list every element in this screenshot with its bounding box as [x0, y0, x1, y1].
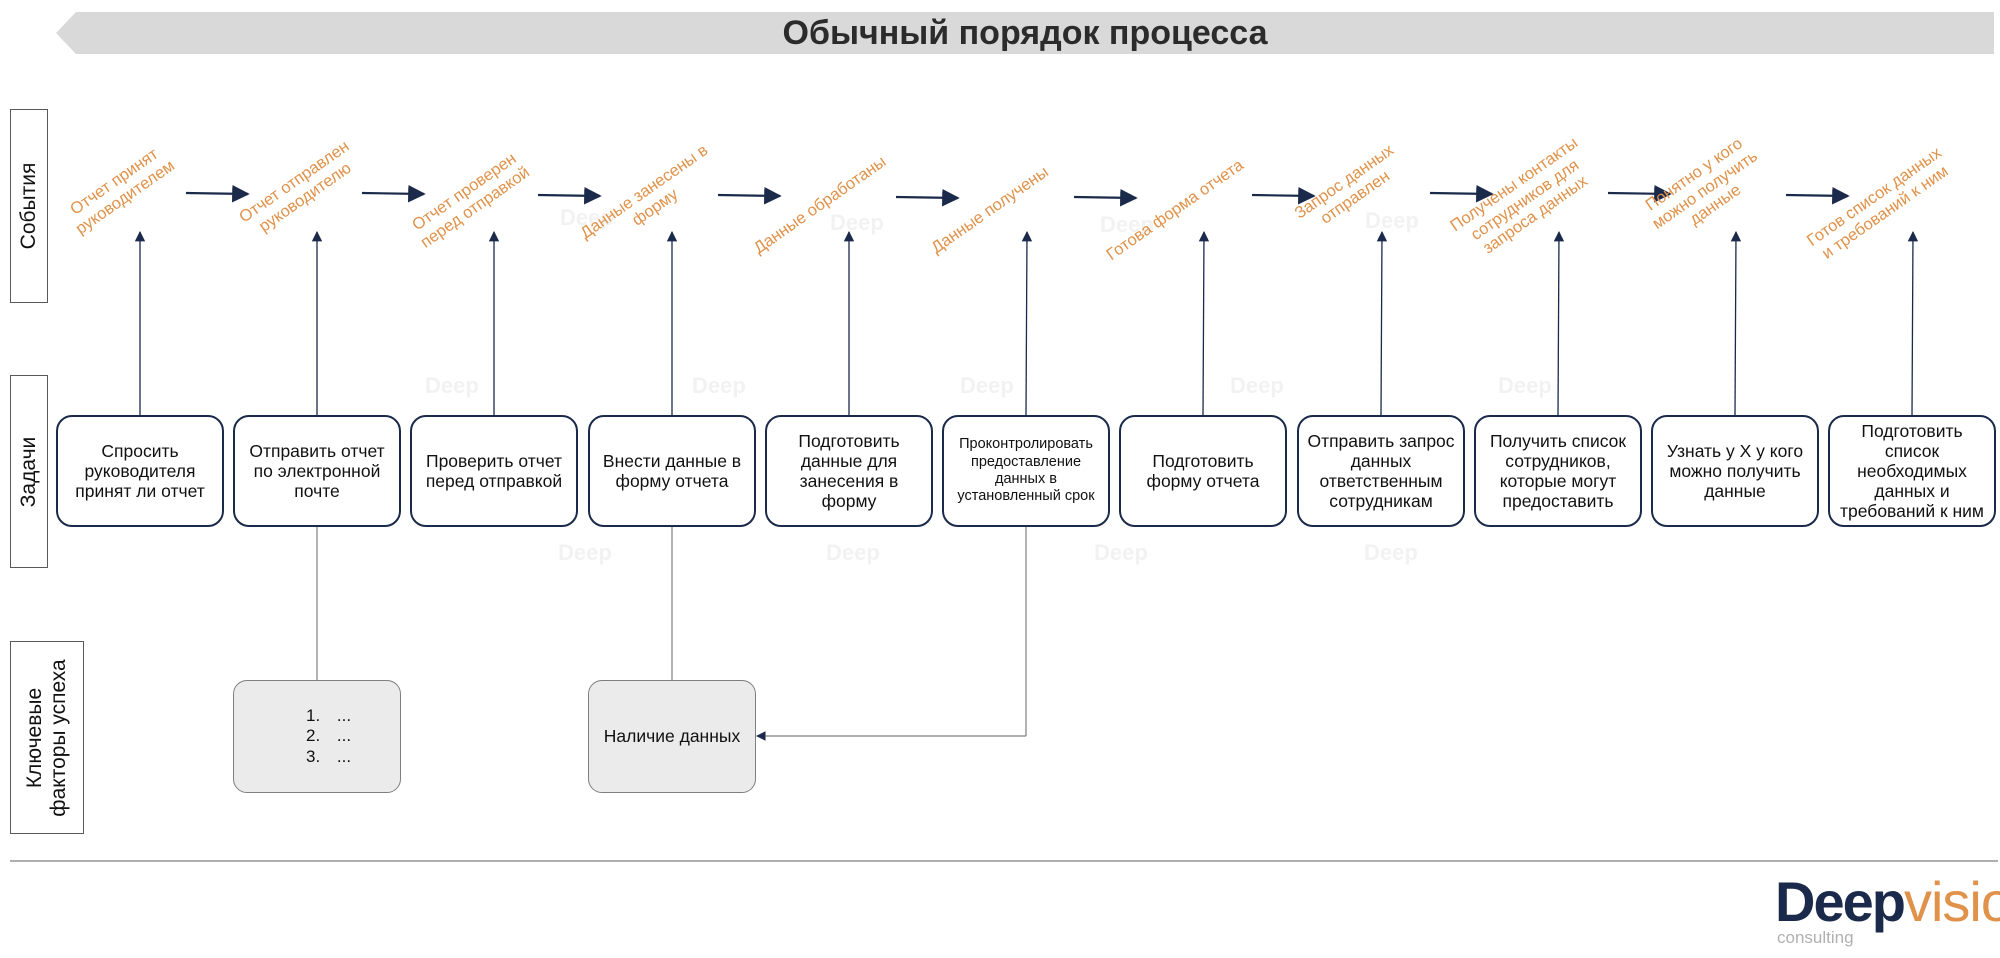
task-box: Проверить отчет перед отправкой [410, 415, 578, 527]
watermark: Deep [960, 373, 1014, 398]
factor-list-box: ......... [233, 680, 401, 793]
task-to-event-arrow [1730, 230, 1742, 416]
task-to-event-arrow [1907, 230, 1919, 416]
watermark: Deep [826, 540, 880, 565]
deepvision-logo: Deepvision consulting [1775, 870, 2000, 948]
flow-arrow [537, 186, 602, 205]
watermark: Deep [425, 373, 479, 398]
task-to-event-arrow [1021, 230, 1033, 416]
watermark: Deep [558, 540, 612, 565]
task-box: Подготовить форму отчета [1119, 415, 1287, 527]
watermark: Deep [1100, 212, 1154, 237]
watermark: Deep [830, 210, 884, 235]
flow-arrow [185, 184, 250, 203]
factor-list-item: ... [325, 747, 351, 767]
task-box: Спросить руководителя принят ли отчет [56, 415, 224, 527]
factor-list-item: ... [325, 706, 351, 726]
flow-arrow [1073, 188, 1138, 207]
task-to-event-arrow [1376, 230, 1388, 416]
flow-arrow [895, 188, 960, 207]
lane-events: События [10, 109, 48, 303]
task-box: Подготовить список необходимых данных и … [1828, 415, 1996, 527]
watermark: Deep [1498, 373, 1552, 398]
factor-list-item: ... [325, 726, 351, 746]
watermark: Deep [1094, 540, 1148, 565]
factor-data-box: Наличие данных [588, 680, 756, 793]
task-box: Получить список сотрудников, которые мог… [1474, 415, 1642, 527]
factor-data-label: Наличие данных [603, 726, 741, 746]
watermark: Deep [692, 373, 746, 398]
task-to-event-arrow [1553, 230, 1565, 416]
task-to-event-arrow [1198, 230, 1210, 416]
task-box: Отправить запрос данных ответственным со… [1297, 415, 1465, 527]
task-box: Внести данные в форму отчета [588, 415, 756, 527]
watermark: Deep [1365, 208, 1419, 233]
factor-list: ......... [283, 706, 351, 767]
flow-arrow [361, 184, 426, 203]
task-box: Проконтролировать предоставление данных … [942, 415, 1110, 527]
watermark: Deep [1364, 540, 1418, 565]
page-title: Обычный порядок процесса [782, 14, 1268, 52]
task-box: Отправить отчет по электронной почте [233, 415, 401, 527]
task-box: Узнать у Х у кого можно получить данные [1651, 415, 1819, 527]
lane-factors: Ключевые факторы успеха [10, 641, 84, 834]
flow-arrow [1607, 184, 1672, 203]
lane-tasks: Задачи [10, 375, 48, 568]
watermark: Deep [560, 205, 614, 230]
flow-arrow [1429, 184, 1494, 203]
flow-arrow [717, 186, 782, 205]
flow-arrow [1785, 186, 1850, 205]
task-box: Подготовить данные для занесения в форму [765, 415, 933, 527]
watermark: Deep [1230, 373, 1284, 398]
title-banner [56, 12, 1994, 54]
flow-arrow [1251, 186, 1316, 205]
